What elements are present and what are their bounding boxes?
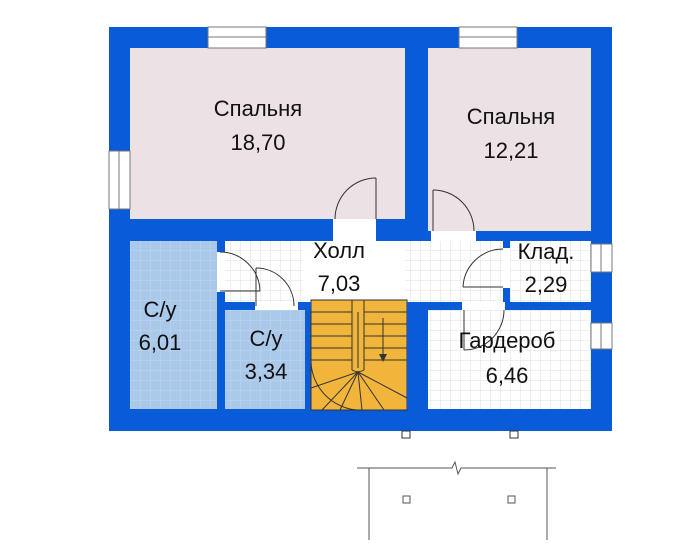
bath1-floor-grid bbox=[130, 241, 217, 409]
porch-outline bbox=[357, 460, 556, 540]
bath2-name: С/у bbox=[250, 326, 283, 351]
bath2-area: 3,34 bbox=[245, 359, 288, 384]
windows bbox=[108, 26, 613, 350]
storage-area: 2,29 bbox=[525, 272, 568, 297]
wardrobe-area: 6,46 bbox=[486, 363, 529, 388]
bedroom1-floor bbox=[130, 48, 405, 219]
bedroom2-area: 12,21 bbox=[483, 138, 538, 163]
wall-bedroom-divider bbox=[405, 27, 428, 241]
bedroom1-name: Спальня bbox=[214, 96, 302, 121]
hall-name: Холл bbox=[313, 238, 365, 263]
wall-hall-top-right bbox=[428, 231, 591, 241]
wall-stair-right bbox=[407, 302, 428, 409]
bath2-floor-grid bbox=[225, 310, 305, 409]
wardrobe-floor-grid bbox=[428, 310, 591, 409]
bath1-area: 6,01 bbox=[139, 330, 182, 355]
wall-bath1-hall bbox=[217, 241, 225, 409]
hall-area: 7,03 bbox=[318, 271, 361, 296]
storage-name: Клад. bbox=[518, 239, 575, 264]
bath1-name: С/у bbox=[144, 297, 177, 322]
bedroom2-floor bbox=[428, 48, 591, 231]
bedroom2-name: Спальня bbox=[467, 104, 555, 129]
wardrobe-name: Гардероб bbox=[459, 328, 556, 353]
door-swings bbox=[219, 177, 505, 351]
hall-floor-lower bbox=[220, 241, 303, 306]
hall-floor-right bbox=[405, 241, 503, 306]
storage-floor-grid bbox=[510, 241, 591, 304]
wall-wardrobe-top bbox=[428, 302, 591, 310]
staircase bbox=[310, 299, 408, 411]
bedroom1-area: 18,70 bbox=[230, 130, 285, 155]
